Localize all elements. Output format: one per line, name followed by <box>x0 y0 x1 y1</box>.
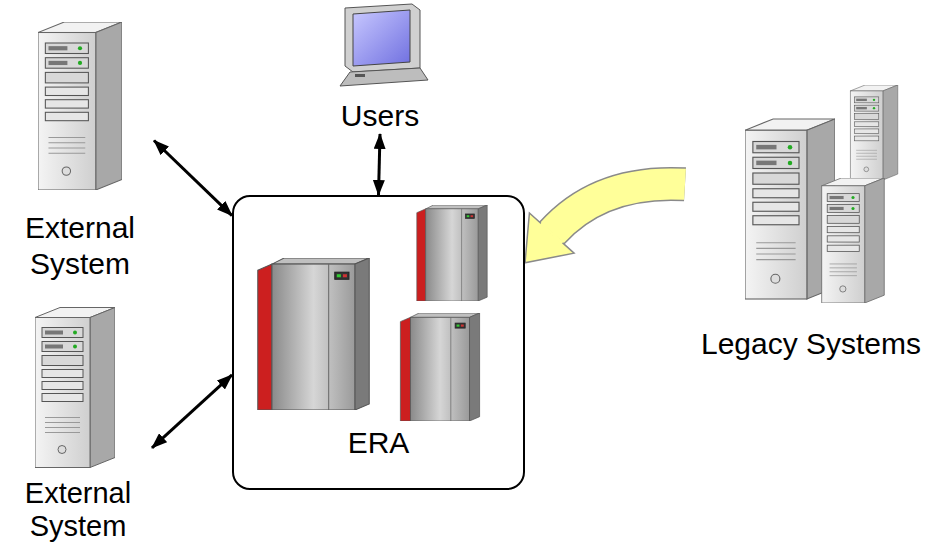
user-node: Users <box>320 0 440 134</box>
connector <box>154 141 232 216</box>
connector <box>152 375 232 448</box>
server-icon <box>35 308 115 468</box>
node-label: ERA <box>348 425 410 461</box>
legacy-systems-node: Legacy Systems <box>685 80 937 362</box>
server-icon <box>38 22 122 190</box>
external-system-node: External System <box>6 20 154 282</box>
server-icon <box>850 85 898 180</box>
era-server <box>400 313 479 421</box>
era-server <box>417 205 487 301</box>
era-box: ERA <box>232 195 525 490</box>
node-label: External System <box>6 210 154 282</box>
node-label: Users <box>341 98 419 134</box>
node-label: External System <box>4 477 152 543</box>
external-system-node: External System <box>4 305 152 543</box>
node-label: Legacy Systems <box>701 326 921 362</box>
era-server <box>258 258 369 410</box>
server-icon <box>822 178 885 303</box>
connector <box>379 134 381 195</box>
migration-arrow <box>525 184 685 263</box>
computer-icon <box>340 4 428 86</box>
